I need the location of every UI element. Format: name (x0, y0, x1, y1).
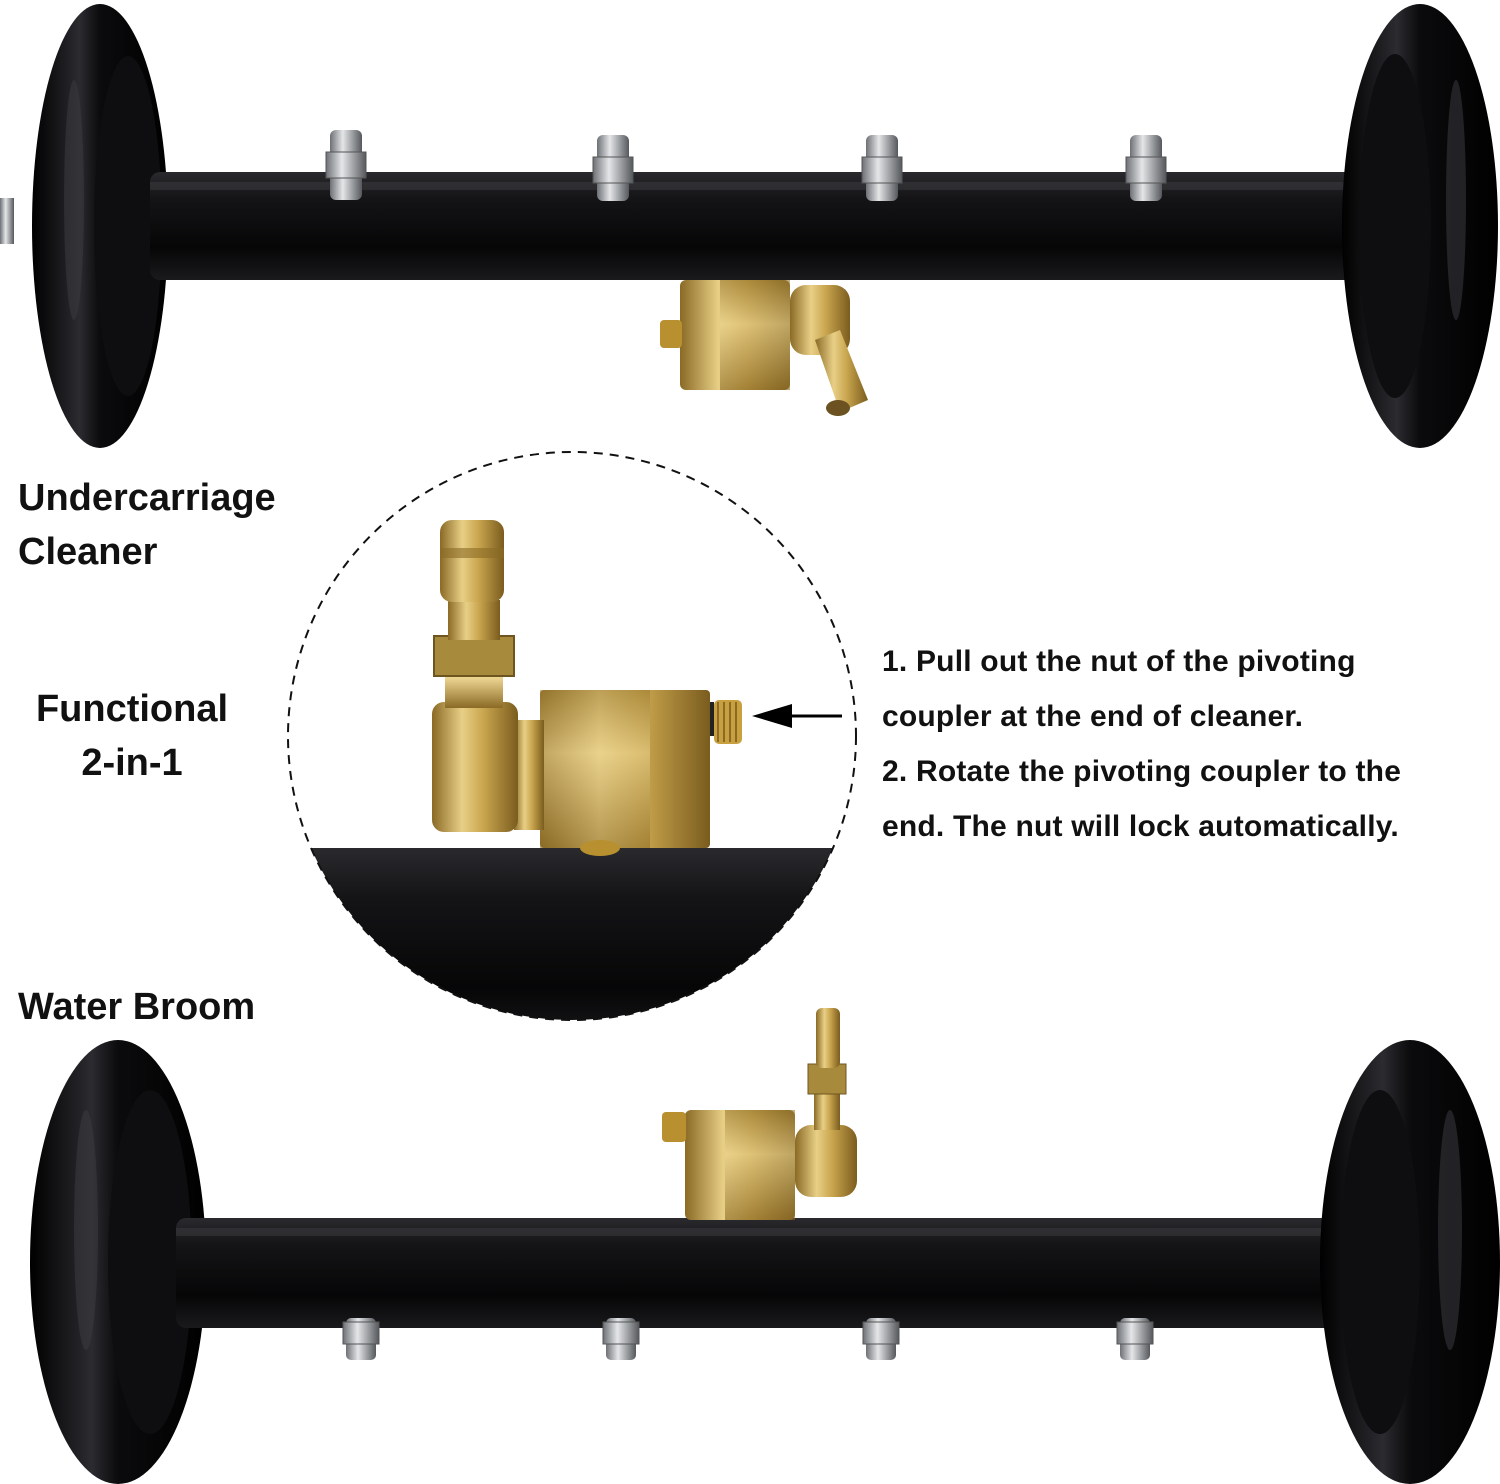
functional-line-2: 2-in-1 (81, 742, 183, 784)
pivoting-coupler (662, 1008, 857, 1220)
arrow-left-icon (752, 704, 842, 728)
instruction-line: end. The nut will lock automatically. (882, 810, 1399, 843)
nozzle-icon (592, 135, 634, 201)
water-broom-product (30, 1008, 1500, 1484)
nozzle-icon (1125, 135, 1167, 201)
nozzle-icon (862, 1318, 900, 1360)
undercarriage-cleaner-label: Undercarriage Cleaner (18, 479, 276, 571)
nozzle-icon (325, 130, 367, 200)
instruction-line: 2. Rotate the pivoting coupler to the (882, 755, 1402, 788)
undercarriage-cleaner-product (0, 4, 1498, 448)
instruction-line: 1. Pull out the nut of the pivoting (882, 645, 1356, 678)
instructions-text: 1. Pull out the nut of the pivoting coup… (882, 634, 1500, 854)
coupler-detail-callout (287, 451, 857, 1021)
spray-bar (150, 172, 1370, 280)
undercarriage-line-1: Undercarriage (18, 477, 276, 519)
instruction-line: coupler at the end of cleaner. (882, 700, 1304, 733)
pivoting-coupler (660, 280, 868, 416)
undercarriage-line-2: Cleaner (18, 531, 158, 573)
axle-nut-icon (0, 198, 14, 244)
nozzle-icon (342, 1318, 380, 1360)
left-wheel (30, 1040, 206, 1484)
spray-bar (176, 1218, 1356, 1328)
functional-line-1: Functional (35, 688, 229, 730)
nozzle-icon (1116, 1318, 1154, 1360)
functional-2-in-1-label: Functional 2-in-1 (18, 690, 246, 782)
right-wheel (1320, 1040, 1500, 1484)
left-wheel (32, 4, 168, 448)
nozzle-icon (602, 1318, 640, 1360)
water-broom-label: Water Broom (18, 986, 256, 1028)
right-wheel (1342, 4, 1498, 448)
nozzle-icon (861, 135, 903, 201)
dashed-circle (287, 451, 857, 1021)
